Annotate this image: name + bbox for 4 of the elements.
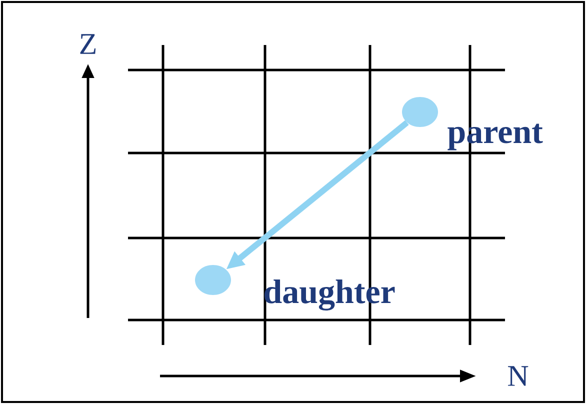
axis-label: N bbox=[508, 366, 528, 386]
particle-circle bbox=[195, 265, 231, 295]
axis-label: Z bbox=[80, 34, 96, 54]
particle-circle bbox=[402, 97, 438, 127]
